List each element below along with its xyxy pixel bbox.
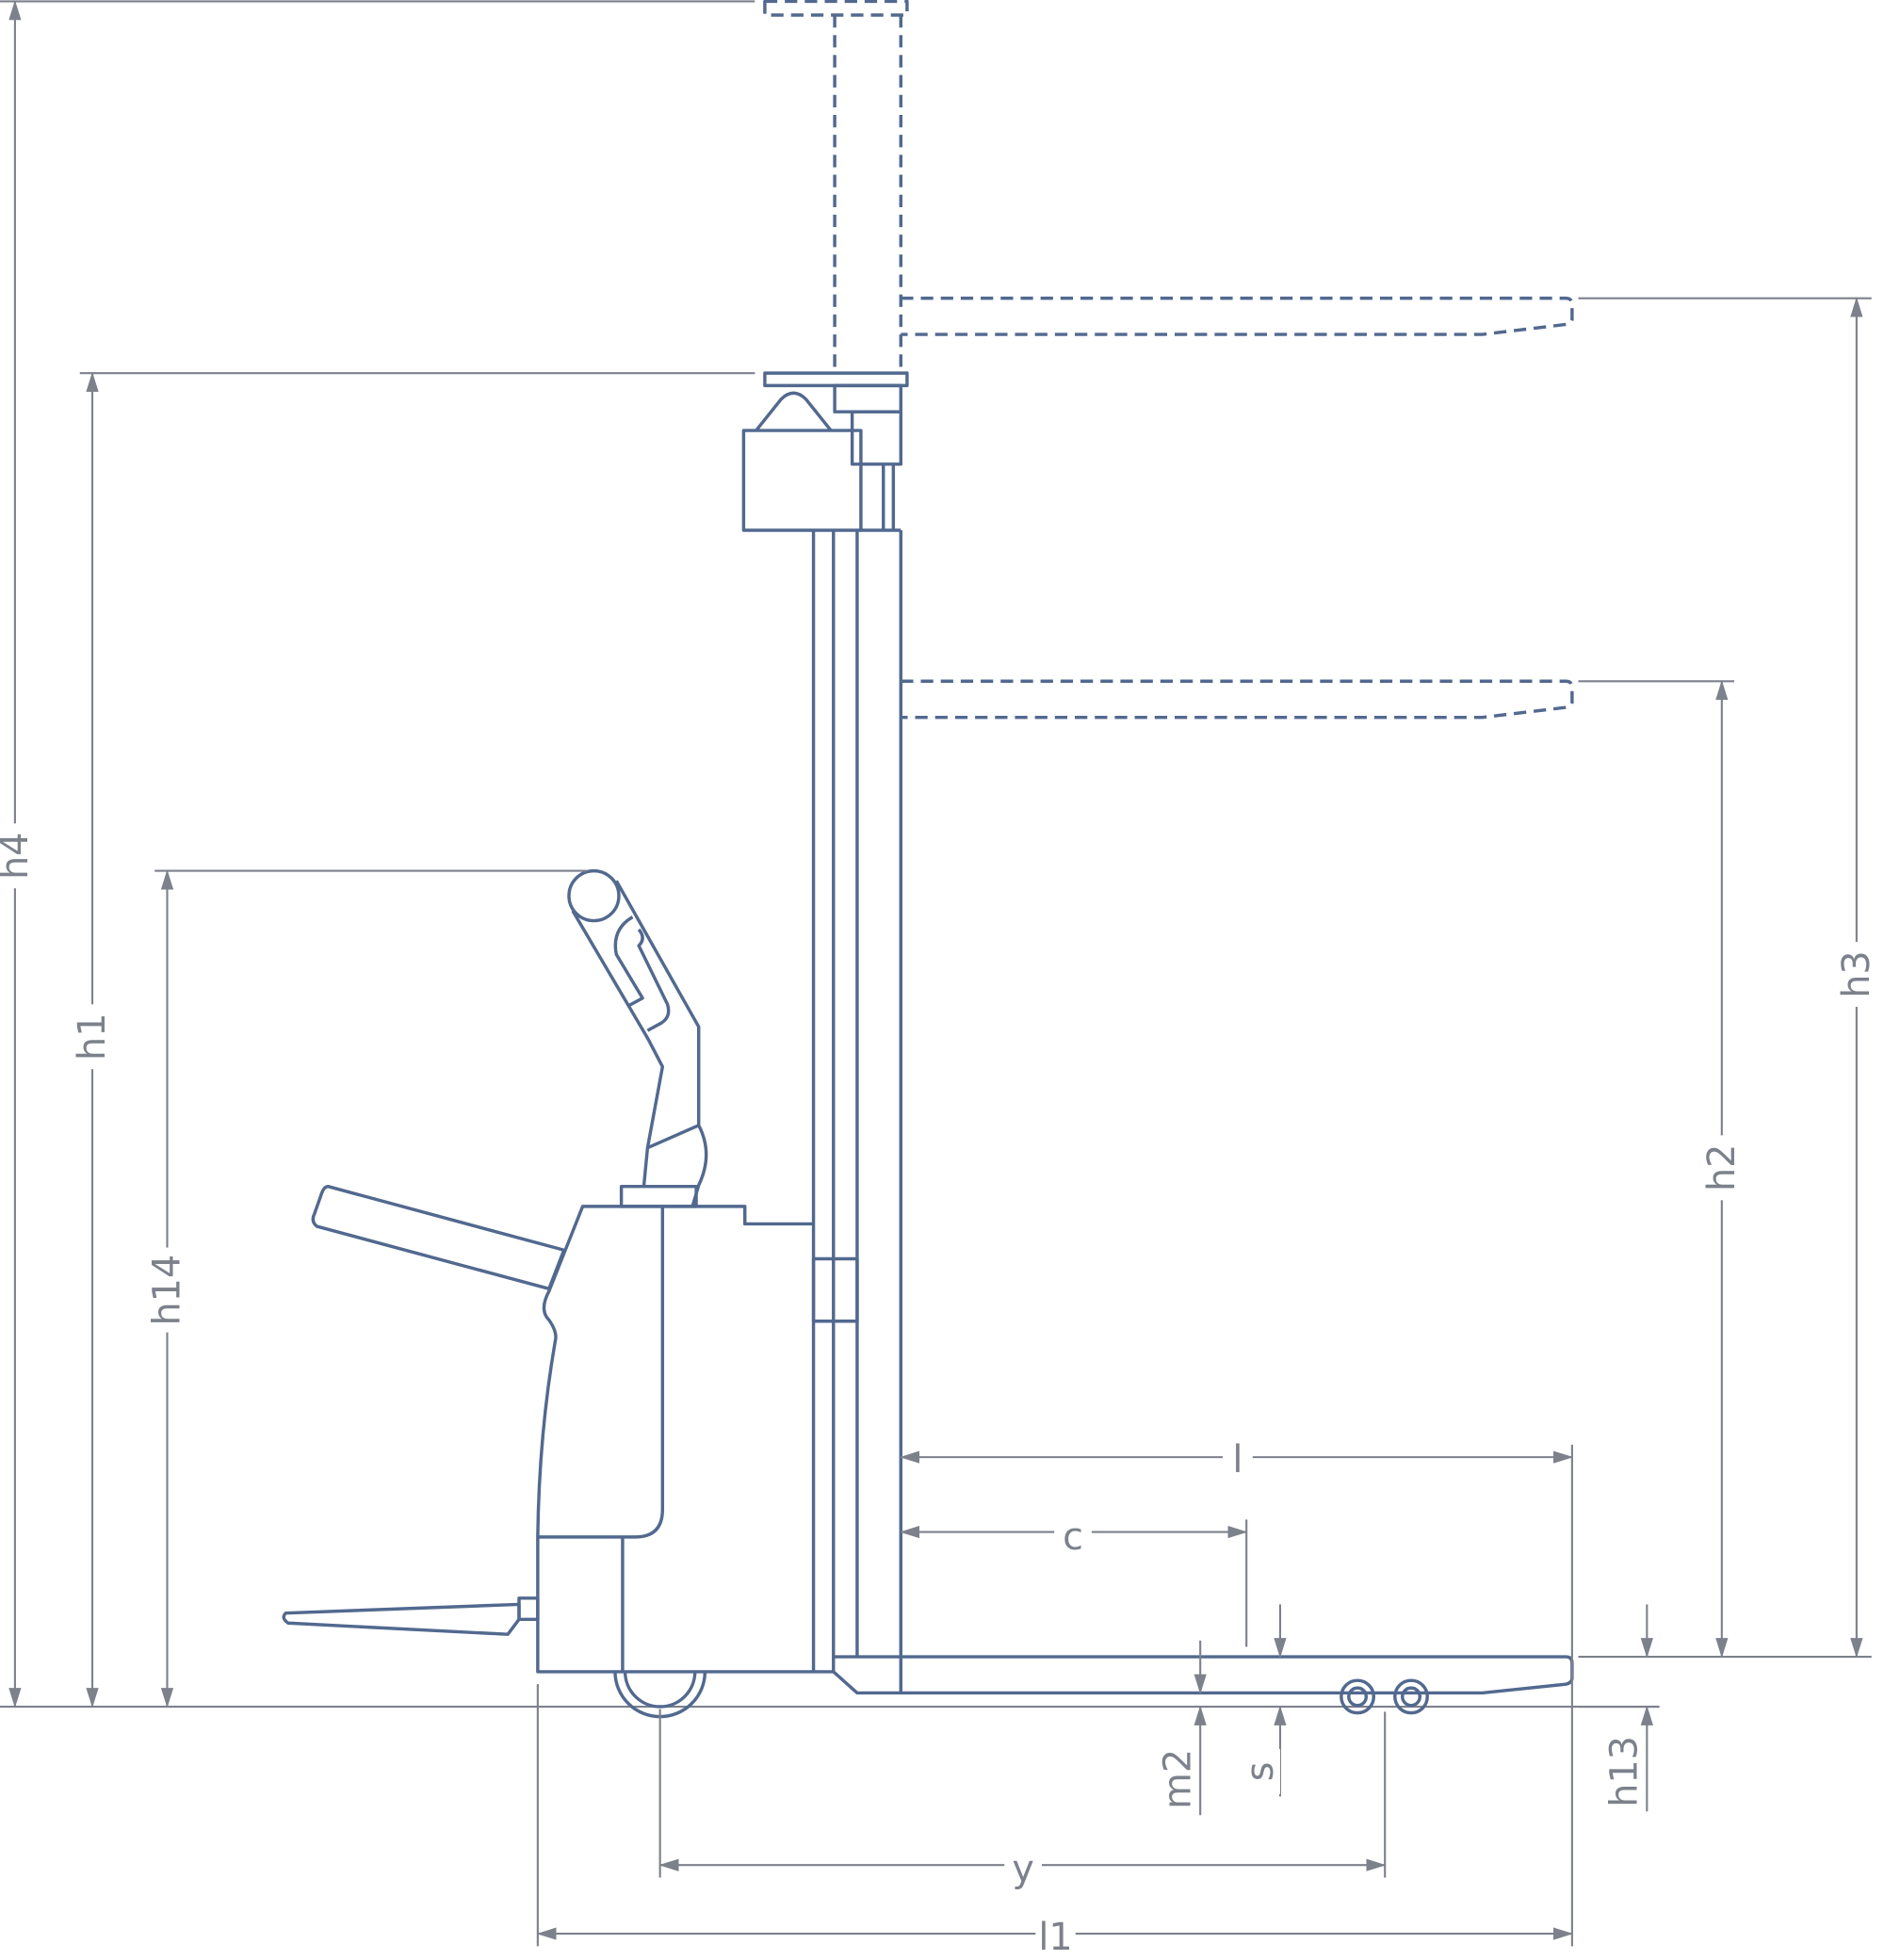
label-h4: h4 (0, 832, 37, 879)
dimension-h4: h4 (0, 0, 755, 1709)
label-l: l (1232, 1438, 1242, 1482)
fork-lowered (832, 1655, 1574, 1715)
dimension-m2: m2 (1156, 1640, 1207, 1816)
label-l1: l1 (1038, 1916, 1072, 1959)
mast-extended-dashed (763, 0, 909, 374)
fork-raised-mid (901, 679, 1574, 720)
label-h13: h13 (1603, 1736, 1647, 1807)
side-handle (311, 1184, 566, 1291)
tiller (567, 868, 708, 1208)
label-y: y (1012, 1847, 1034, 1890)
body (536, 1205, 834, 1719)
dimension-l: l (899, 1438, 1574, 1947)
label-h2: h2 (1700, 1144, 1744, 1191)
label-h1: h1 (71, 1013, 114, 1061)
dimension-h3: h3 (1578, 297, 1878, 1659)
dimension-h2: h2 (1578, 679, 1744, 1659)
carriage (741, 391, 863, 532)
dimension-h14: h14 (146, 869, 587, 1709)
label-h3: h3 (1835, 950, 1878, 997)
label-s: s (1239, 1762, 1282, 1782)
platform (282, 1596, 540, 1636)
dimension-c: c (899, 1515, 1248, 1647)
fork-raised-max (901, 296, 1574, 336)
label-h14: h14 (146, 1255, 189, 1326)
dimension-h13: h13 (1578, 1604, 1660, 1812)
dimension-l1: l1 (536, 1684, 1574, 1960)
dimension-s: s (1239, 1604, 1287, 1797)
stacker-drawing (0, 0, 1660, 1719)
dimension-y: y (658, 1709, 1387, 1890)
mast (763, 371, 909, 1693)
label-c: c (1063, 1515, 1083, 1559)
dimension-h1: h1 (71, 371, 755, 1709)
label-m2: m2 (1156, 1749, 1199, 1809)
